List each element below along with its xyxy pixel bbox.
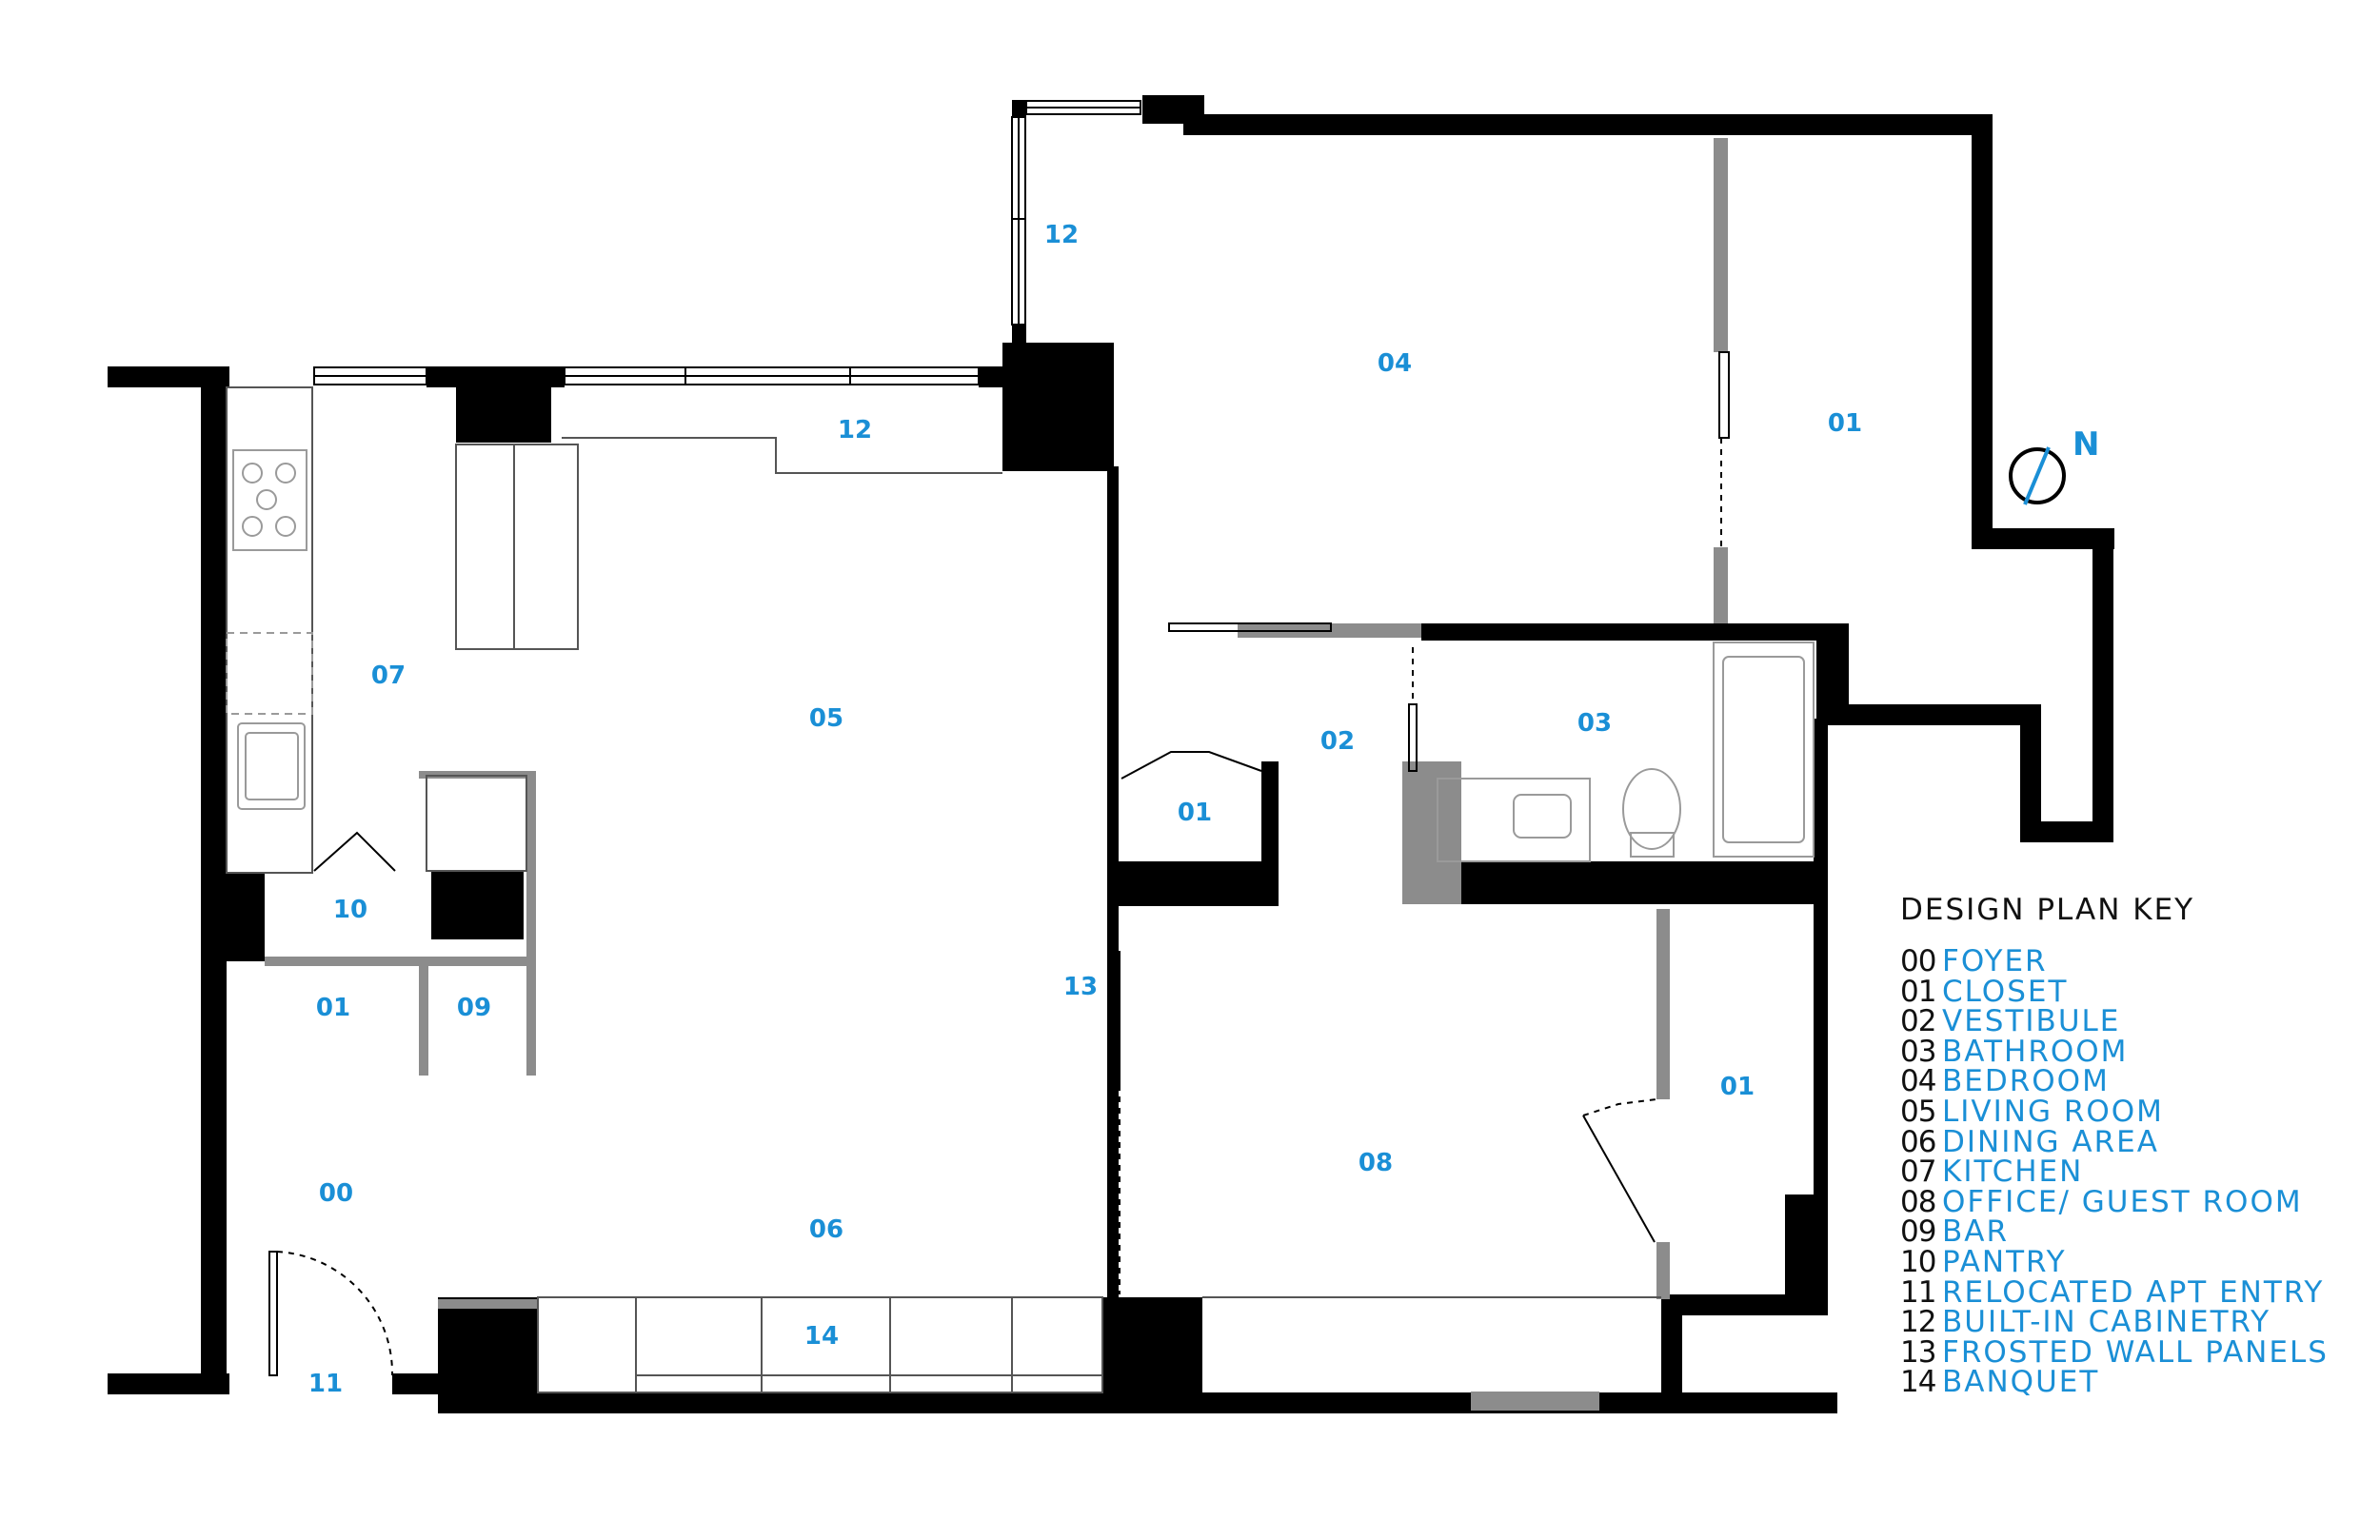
key-name: CLOSET [1942, 974, 2069, 1009]
room-labels: 00 01 01 01 01 02 03 04 05 06 07 08 09 1… [308, 221, 1862, 1398]
key-name: OFFICE/ GUEST ROOM [1942, 1184, 2303, 1219]
key-name: VESTIBULE [1942, 1004, 2121, 1039]
room-label-00: 00 [319, 1179, 353, 1208]
key-num: 10 [1900, 1244, 1936, 1279]
key-name: PANTRY [1942, 1244, 2067, 1279]
key-name: RELOCATED APT ENTRY [1942, 1274, 2325, 1310]
room-label-02: 02 [1320, 727, 1355, 756]
key-num: 05 [1900, 1094, 1936, 1129]
key-name: DINING AREA [1942, 1124, 2159, 1159]
key-num: 06 [1900, 1124, 1936, 1159]
key-num: 00 [1900, 944, 1936, 978]
bathroom-fixtures [1437, 642, 1815, 862]
room-label-01-bedroom-closet: 01 [1828, 409, 1862, 438]
key-num: 12 [1900, 1305, 1936, 1340]
key-name: BAR [1942, 1214, 2010, 1250]
north-arrow-icon: N [2009, 425, 2099, 505]
room-label-03: 03 [1577, 709, 1612, 738]
key-name: BUILT-IN CABINETRY [1942, 1305, 2271, 1340]
room-label-01-office-closet: 01 [1720, 1073, 1755, 1101]
key-name: LIVING ROOM [1942, 1094, 2164, 1129]
key-num: 01 [1900, 974, 1936, 1009]
key-title: DESIGN PLAN KEY [1900, 893, 2195, 927]
key-num: 14 [1900, 1365, 1936, 1400]
room-label-08: 08 [1359, 1149, 1393, 1177]
room-label-01-vestibule-closet: 01 [1178, 799, 1212, 827]
window-mullions [314, 107, 1140, 385]
room-label-04: 04 [1378, 349, 1412, 378]
interior-partitions [265, 138, 1728, 1411]
key-num: 07 [1900, 1155, 1936, 1190]
key-num: 02 [1900, 1004, 1936, 1039]
key-num: 13 [1900, 1334, 1936, 1370]
key-name: KITCHEN [1942, 1155, 2084, 1190]
room-label-07: 07 [371, 661, 406, 690]
key-num: 04 [1900, 1064, 1936, 1099]
north-label: N [2073, 425, 2099, 464]
room-label-10: 10 [333, 896, 367, 924]
room-label-12-living: 12 [838, 416, 872, 444]
key-name: BANQUET [1942, 1365, 2100, 1400]
room-label-05: 05 [809, 704, 843, 733]
room-label-14: 14 [804, 1322, 839, 1351]
vent-icon [1819, 653, 1844, 685]
key-num: 09 [1900, 1214, 1936, 1250]
room-label-12-top: 12 [1044, 221, 1079, 249]
key-num: 03 [1900, 1034, 1936, 1069]
room-label-13: 13 [1063, 973, 1098, 1001]
key-name: FROSTED WALL PANELS [1942, 1334, 2329, 1370]
cabinetry [226, 386, 1661, 1393]
room-label-09: 09 [457, 994, 491, 1022]
key-name: BEDROOM [1942, 1064, 2110, 1099]
sink-icon [237, 722, 306, 810]
key-num: 11 [1900, 1274, 1936, 1310]
exterior-walls [108, 95, 2114, 1413]
room-label-01-pantry-closet: 01 [316, 994, 350, 1022]
key-name: BATHROOM [1942, 1034, 2129, 1069]
dishwasher-icon [226, 632, 313, 715]
key-name: FOYER [1942, 944, 2048, 978]
room-label-06: 06 [809, 1215, 843, 1244]
key-num: 08 [1900, 1184, 1936, 1219]
doors [268, 351, 1730, 1376]
room-label-11: 11 [308, 1370, 343, 1398]
cooktop-icon [232, 449, 307, 551]
